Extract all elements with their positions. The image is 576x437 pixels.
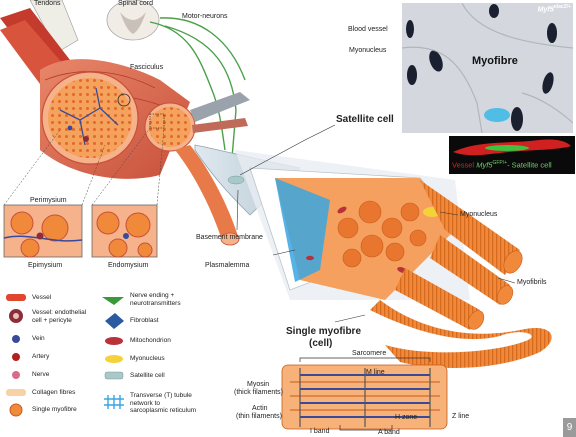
label-blood-vessel: Blood vessel (348, 26, 388, 33)
myofibre-cross-section (227, 175, 455, 300)
micrograph-panel: Myf5nlacZ/+ Blood vessel Myonucleus Myof… (402, 3, 573, 133)
inset-leader-lines (3, 127, 165, 206)
legend-label-mitochondrion: Mitochondrion (130, 337, 171, 344)
label-fasciculus: Fasciculus (130, 64, 164, 71)
pulled-myofibre (175, 145, 240, 246)
label-myonucleus: Myonucleus (460, 211, 498, 218)
myofibril-bundles (395, 180, 523, 330)
legend-label-fibroblast: Fibroblast (130, 317, 159, 324)
myonucleus-icon (105, 355, 123, 363)
page-number: 9 (563, 418, 576, 437)
label-myofibrils: Myofibrils (517, 279, 547, 286)
fluorescence-caption: Vessel Myf5GFP/+- Satellite cell (452, 160, 552, 170)
legend-label-collagen: Collagen fibres (32, 389, 76, 396)
sarcomere-diagram (281, 357, 448, 431)
label-single-myofibre-cell: (cell) (309, 338, 333, 349)
legend-label-nerve-ending: Nerve ending + neurotransmitters (130, 292, 181, 307)
spinal-cord (106, 0, 160, 41)
label-spinal-cord: Spinal cord (118, 0, 154, 7)
legend-label-single-myofibre: Single myofibre (32, 406, 77, 413)
label-z-line: Z line (452, 413, 470, 420)
collagen-icon (6, 389, 26, 396)
micrograph-title: Myf5nlacZ/+ (537, 4, 571, 14)
label-actin: Actin (252, 405, 268, 412)
vessel-icon (6, 294, 26, 301)
legend-label-vessel-endothelial: Vessel: endothelial cell + pericyte (32, 309, 87, 324)
fibroblast-icon (105, 313, 124, 329)
artery-icon (12, 353, 20, 361)
fluorescence-image (453, 139, 571, 156)
legend-label-vessel: Vessel (32, 294, 52, 301)
label-plasmalemma: Plasmalemma (205, 262, 250, 269)
nerve-icon (12, 371, 20, 379)
label-motor-neurons: Motor-neurons (182, 13, 228, 20)
legend-label-myonucleus: Myonucleus (130, 355, 165, 362)
t-tubule-icon (104, 395, 124, 409)
label-endomysium: Endomysium (108, 262, 149, 269)
label-satellite-cell: Satellite cell (336, 114, 394, 125)
fasciculus-bundle (117, 92, 250, 152)
nerve-ending-icon (102, 297, 124, 305)
label-perimysium: Perimysium (30, 197, 67, 204)
label-myosin: Myosin (247, 381, 270, 388)
label-i-band: I band (310, 428, 330, 435)
label-epimysium: Epimysium (28, 262, 63, 269)
vein-icon (12, 335, 20, 343)
myofibre-icon (9, 403, 23, 417)
vessel-cross-section-icon (9, 309, 23, 323)
legend-label-t-tubule: Transverse (T) tubule network to sarcopl… (130, 392, 197, 414)
label-m-line: M line (366, 369, 385, 376)
micrograph-label-myofibre: Myofibre (472, 55, 518, 67)
label-myosin-sub: (thick filaments) (234, 389, 284, 396)
label-actin-sub: (thin filaments) (236, 413, 282, 420)
label-single-myofibre: Single myofibre (286, 326, 362, 337)
mitochondrion-icon (105, 337, 123, 345)
label-micro-myonucleus: Myonucleus (349, 47, 387, 54)
legend-label-vein: Vein (32, 335, 45, 342)
legend: Vessel Vessel: endothelial cell + pericy… (2, 285, 198, 437)
single-myofibril (370, 300, 552, 368)
micrograph-image (402, 3, 573, 133)
label-basement-membrane: Basement membrane (196, 234, 263, 241)
legend-label-nerve: Nerve (32, 371, 50, 378)
legend-icons (6, 294, 124, 417)
label-h-zone: H zone (395, 414, 418, 421)
endomysium-inset (91, 204, 158, 258)
perimysium-inset (3, 204, 83, 258)
legend-label-satellite-cell: Satellite cell (130, 372, 165, 379)
label-a-band: A band (378, 429, 400, 436)
label-tendons: Tendons (34, 0, 61, 7)
whole-muscle (40, 59, 190, 179)
satellite-cell-icon (104, 371, 124, 380)
label-leader-lines (236, 124, 516, 323)
legend-label-artery: Artery (32, 353, 50, 360)
label-sarcomere: Sarcomere (352, 350, 387, 357)
fluorescence-panel: Vessel Myf5GFP/+- Satellite cell (449, 136, 575, 174)
